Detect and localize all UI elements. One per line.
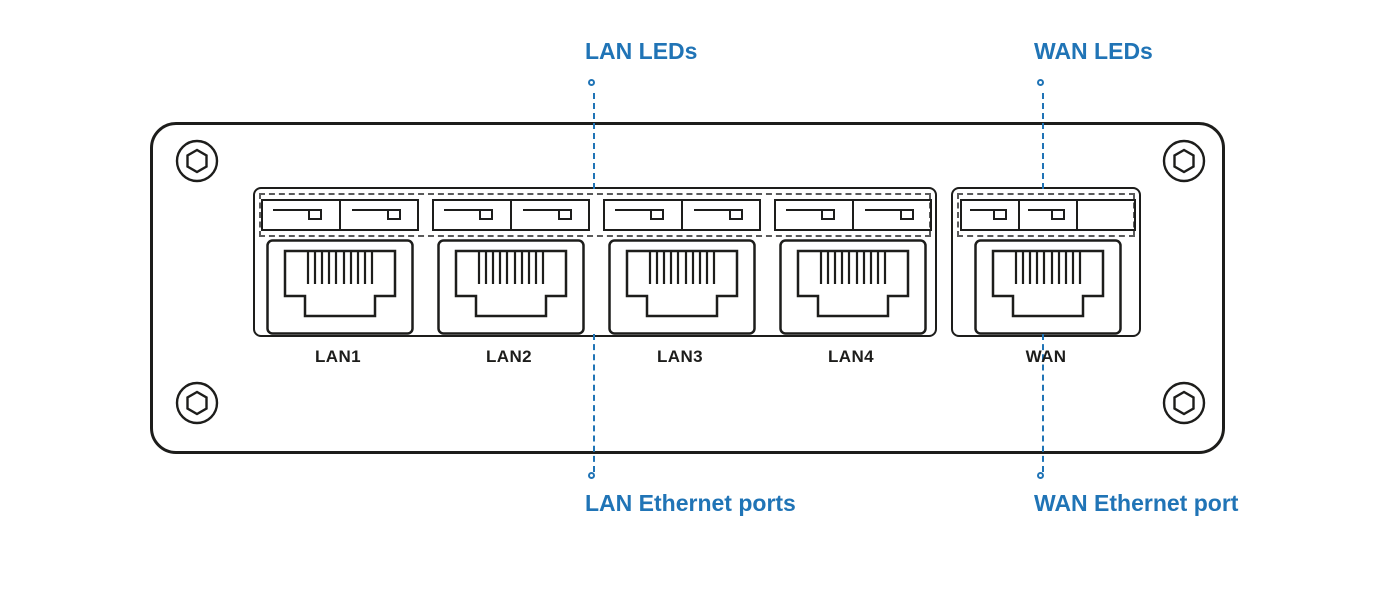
callout-wan-ethernet-port: WAN Ethernet port [1034, 490, 1239, 516]
callout-wan-port-dot [1037, 472, 1044, 479]
callout-lan-ports-line [593, 334, 595, 472]
callout-wan-port-line [1042, 334, 1044, 472]
port-label-lan3: LAN3 [657, 347, 703, 366]
callout-lan-ports-dot [588, 472, 595, 479]
lan1-led-icon [261, 199, 419, 231]
lan1-rj45-jack-icon [266, 239, 414, 335]
screw-icon [175, 381, 219, 425]
screw-icon [1162, 381, 1206, 425]
callout-lan-leds-line [593, 93, 595, 189]
lan3-led-icon [603, 199, 761, 231]
lan4-led-icon [774, 199, 932, 231]
callout-wan-leds-dot [1037, 79, 1044, 86]
callout-wan-leds-line [1042, 93, 1044, 189]
wan-rj45-jack-icon [974, 239, 1122, 335]
callout-lan-leds: LAN LEDs [585, 38, 698, 64]
port-label-lan2: LAN2 [486, 347, 532, 366]
port-label-wan: WAN [1025, 347, 1067, 366]
lan2-led-icon [432, 199, 590, 231]
port-label-lan4: LAN4 [828, 347, 874, 366]
callout-wan-leds: WAN LEDs [1034, 38, 1153, 64]
callout-lan-leds-dot [588, 79, 595, 86]
device-panel: LAN1 LAN2 LAN3 LAN4 WAN [150, 122, 1225, 454]
callout-lan-ethernet-ports: LAN Ethernet ports [585, 490, 796, 516]
lan4-rj45-jack-icon [779, 239, 927, 335]
lan-port-group [253, 187, 937, 337]
screw-icon [1162, 139, 1206, 183]
port-label-lan1: LAN1 [315, 347, 361, 366]
lan3-rj45-jack-icon [608, 239, 756, 335]
wan-port-group [951, 187, 1141, 337]
wan-led-icon [960, 199, 1136, 231]
lan2-rj45-jack-icon [437, 239, 585, 335]
screw-icon [175, 139, 219, 183]
